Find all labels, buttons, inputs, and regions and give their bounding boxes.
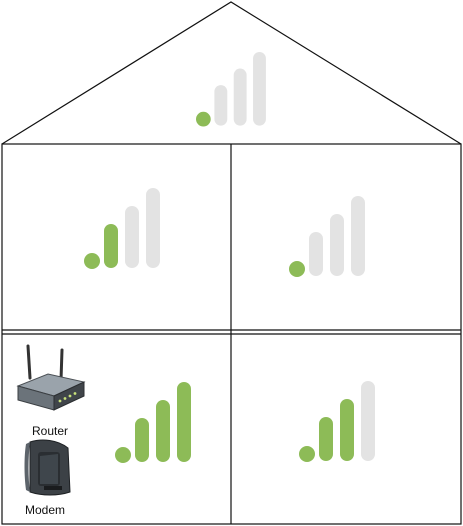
signal-lower-left xyxy=(115,382,191,463)
signal-dot xyxy=(299,446,315,462)
router-icon xyxy=(16,344,86,411)
signal-bar-2 xyxy=(125,206,139,268)
signal-bar-1 xyxy=(135,418,149,462)
modem-label: Modem xyxy=(24,503,65,517)
signal-upper-right xyxy=(289,196,365,277)
signal-lower-right xyxy=(299,381,375,462)
signal-bar-2 xyxy=(233,68,247,126)
router-label: Router xyxy=(31,424,69,438)
signal-dot xyxy=(289,261,305,277)
roof xyxy=(1,1,462,145)
signal-bar-1 xyxy=(214,85,228,126)
signal-bar-2 xyxy=(156,400,170,462)
signal-bar-1 xyxy=(319,417,333,461)
signal-attic xyxy=(196,52,266,127)
signal-upper-left xyxy=(84,188,160,269)
signal-bar-3 xyxy=(253,52,266,126)
signal-dot xyxy=(115,447,131,463)
signal-bar-3 xyxy=(361,381,375,461)
signal-bar-3 xyxy=(146,188,160,268)
signal-bar-1 xyxy=(309,232,323,276)
signal-dot xyxy=(196,111,211,127)
signal-bar-3 xyxy=(351,196,365,276)
signal-bar-3 xyxy=(177,382,191,462)
signal-bar-1 xyxy=(104,224,118,268)
signal-bar-2 xyxy=(330,214,344,276)
signal-dot xyxy=(84,253,100,269)
signal-bar-2 xyxy=(340,399,354,461)
modem-icon xyxy=(24,439,71,496)
